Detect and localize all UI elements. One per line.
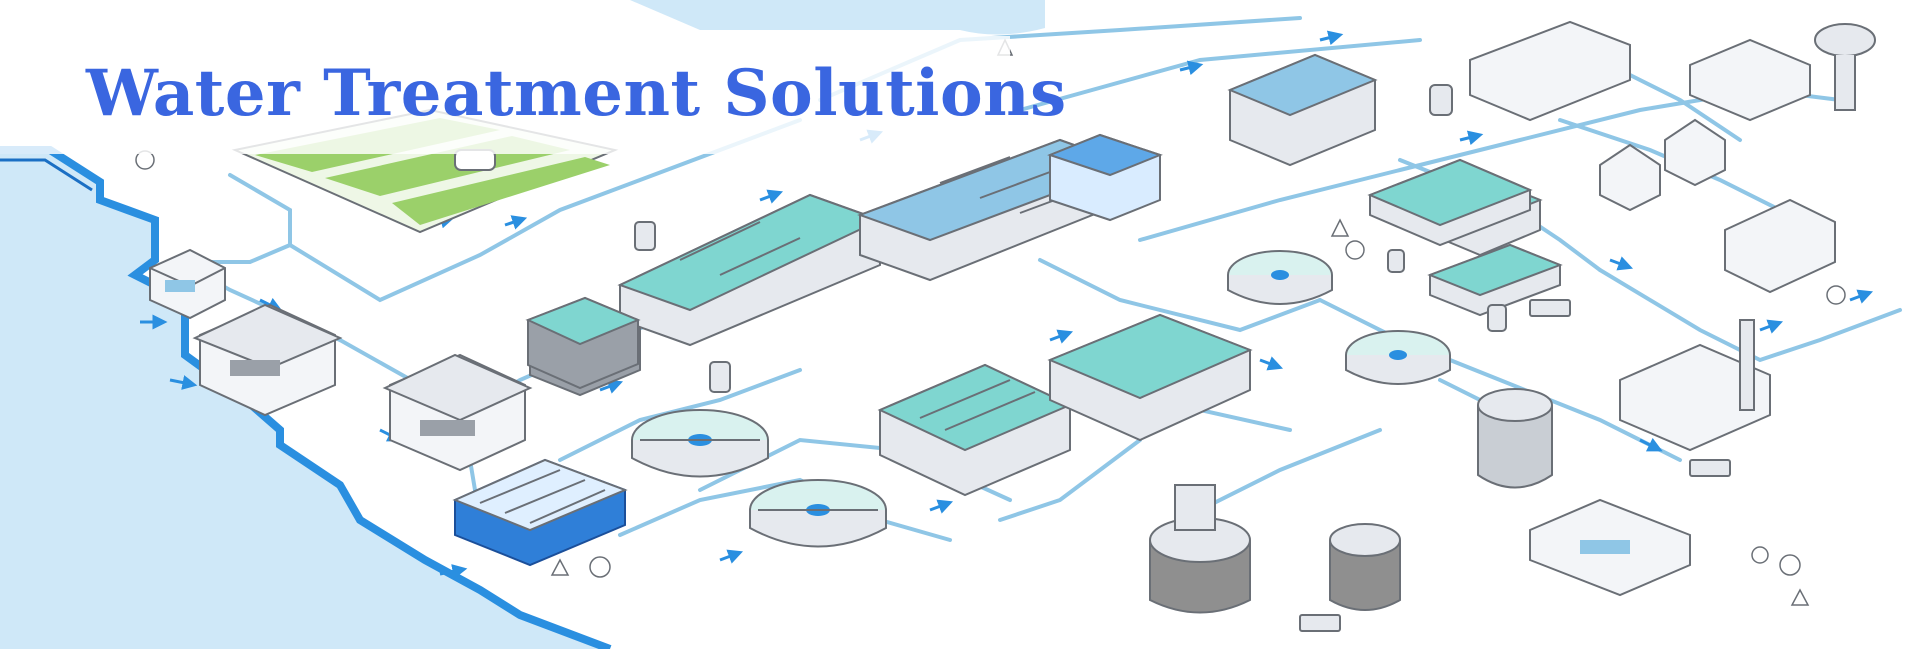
clarifier-4 — [1345, 330, 1451, 385]
clearwell-tank — [1227, 53, 1378, 167]
disinfection-channel — [1367, 158, 1533, 247]
water-tower-icon — [1814, 23, 1876, 111]
house-icon — [1469, 20, 1836, 294]
tree-icon — [135, 38, 1846, 606]
flocculation-tank — [617, 193, 883, 347]
title-banner — [0, 36, 1010, 154]
screening-basin — [452, 458, 628, 567]
settling-tank-block — [525, 296, 641, 390]
filter-cells — [1047, 133, 1163, 222]
top-water-body — [630, 0, 1045, 35]
effluent-channel — [1427, 243, 1563, 317]
digester-2 — [1329, 523, 1401, 611]
clarifier-1 — [631, 409, 769, 478]
aeration-basin — [877, 363, 1073, 497]
pump-house-3 — [382, 353, 533, 472]
factory-icon — [1619, 319, 1771, 452]
clarifier-3 — [1227, 250, 1333, 305]
truck-icon — [1299, 299, 1731, 632]
pump-house-2 — [192, 303, 343, 417]
storage-tank — [1477, 388, 1553, 489]
pipe-network — [178, 16, 1902, 542]
digester-1 — [1149, 484, 1251, 614]
chemical-silos — [634, 84, 1507, 393]
secondary-tank — [1047, 313, 1253, 442]
clarifier-2 — [749, 479, 887, 548]
pump-house-1 — [149, 248, 226, 320]
page-title: Water Treatment Solutions — [86, 56, 1067, 131]
river-water — [0, 150, 610, 649]
pump-station-building — [1529, 498, 1691, 597]
